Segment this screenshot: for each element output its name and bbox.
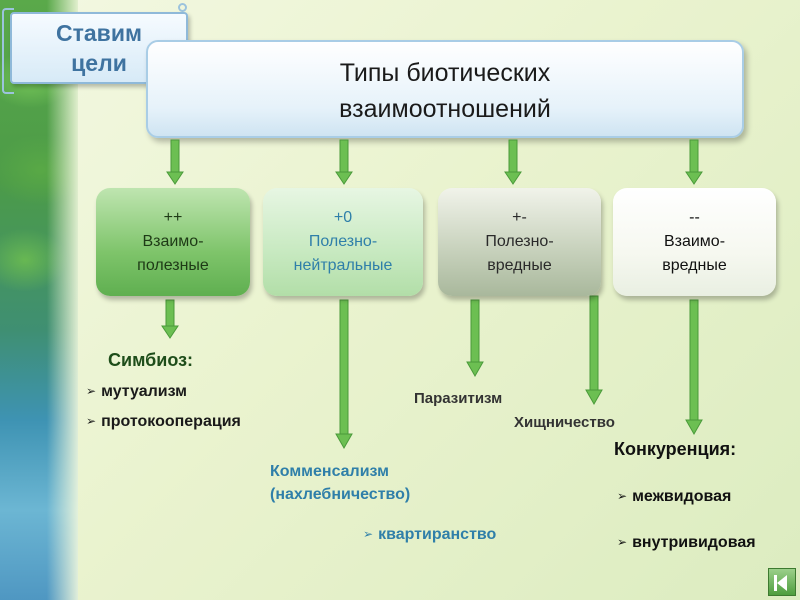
type-label-line1: Полезно-: [485, 233, 554, 250]
type-mutually-harmful[interactable]: -- Взаимо- вредные: [613, 188, 776, 296]
type-label-line1: Взаимо-: [142, 233, 204, 250]
tenancy-item: квартиранство: [363, 526, 496, 544]
arrow-title-to-harmful: [504, 139, 522, 185]
arrow-title-to-mutual: [166, 139, 184, 185]
type-sign: --: [689, 209, 700, 226]
diagram-title: Типы биотических взаимоотношений: [146, 40, 744, 138]
type-label-line2: вредные: [487, 257, 552, 274]
mutualism-item: мутуализм: [86, 383, 187, 401]
symbiosis-heading: Симбиоз:: [108, 350, 194, 370]
type-beneficial-harmful[interactable]: +- Полезно- вредные: [438, 188, 601, 296]
intraspecific-item: внутривидовая: [617, 534, 756, 552]
arrow-title-to-competition: [685, 139, 703, 185]
protocooperation-item: протокооперация: [86, 413, 241, 431]
parasitism-label: Паразитизм: [414, 390, 503, 407]
commensalism-label: Комменсализм: [270, 463, 389, 480]
type-sign: +0: [333, 209, 353, 226]
arrow-title-to-neutral: [335, 139, 353, 185]
arrow-mutual-to-symbiosis: [161, 299, 179, 339]
type-sign: +-: [512, 209, 527, 226]
type-label-line1: Взаимо-: [663, 233, 726, 250]
arrow-neutral-to-commensalism: [335, 299, 353, 450]
goal-tag-edge: [2, 8, 14, 94]
freeloading-label: (нахлебничество): [270, 486, 411, 503]
type-beneficial-neutral[interactable]: +0 Полезно- нейтральные: [263, 188, 423, 296]
decorative-background-strip: [0, 0, 78, 600]
competition-heading: Конкуренция:: [614, 439, 737, 459]
type-mutually-beneficial[interactable]: ++ Взаимо- полезные: [96, 188, 250, 296]
arrow-harmful-to-parasitism: [466, 299, 484, 378]
goal-tag-dot: [178, 3, 187, 12]
type-sign: ++: [163, 209, 183, 226]
previous-slide-icon[interactable]: [768, 568, 796, 596]
type-label-line2: полезные: [137, 257, 209, 274]
predation-label: Хищничество: [514, 414, 615, 431]
arrow-competition-to-items: [685, 299, 703, 436]
type-label-line2: вредные: [662, 257, 727, 274]
arrow-harmful-to-predation: [585, 295, 603, 406]
type-label-line1: Полезно-: [308, 233, 378, 250]
type-label-line2: нейтральные: [293, 257, 393, 274]
interspecific-item: межвидовая: [617, 488, 731, 506]
